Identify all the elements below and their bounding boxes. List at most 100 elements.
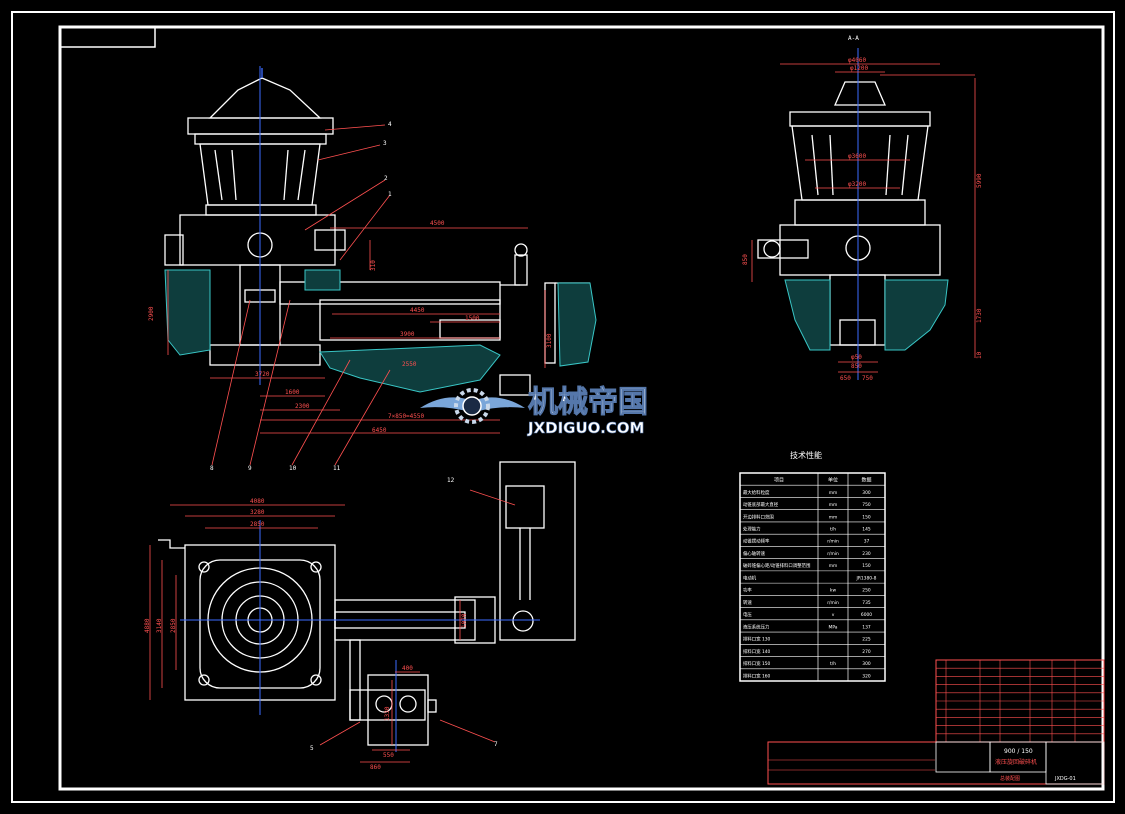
wing-right-icon	[475, 397, 525, 412]
table-cell: 功率	[743, 587, 752, 594]
part-number: 7	[494, 741, 498, 748]
table-cell: 300	[862, 490, 871, 496]
dim-label: φ3600	[848, 153, 866, 160]
table-header: 数据	[861, 477, 871, 484]
plan-part-numbers: 5 7 12	[310, 477, 498, 752]
dim-label: 4500	[430, 220, 445, 227]
table-cell: 735	[862, 600, 871, 606]
table-cell: 破碎锥偏心距/动锥排料口调整范围	[743, 562, 811, 569]
table-cell: v	[832, 613, 835, 618]
dim-label: 5990	[976, 173, 983, 188]
table-cell: 电动机	[743, 574, 757, 581]
dim-label: 650	[840, 375, 851, 382]
table-cell: r/min	[827, 539, 839, 545]
table-cell: 处理能力	[743, 526, 761, 533]
title-block: 900 / 150 液压旋回破碎机 总装配图 JXDG-01	[767, 659, 1105, 785]
dim-label: φ1200	[850, 65, 868, 72]
dim-label: 7×850=4550	[388, 413, 425, 420]
table-cell: 145	[862, 527, 871, 533]
plan-dimensions	[149, 489, 516, 763]
dim-label: 1330	[384, 706, 391, 721]
dim-label: 3720	[255, 371, 270, 378]
plan-centerlines	[180, 520, 540, 752]
table-cell: 转速	[743, 599, 752, 606]
table-cell: mm	[829, 515, 838, 520]
dim-label: 850	[742, 254, 749, 265]
drawing-type: 总装配图	[1000, 775, 1020, 782]
part-number: 10	[289, 465, 297, 472]
brand-url: JXDIGUO.COM	[527, 419, 644, 437]
table-cell: 150	[862, 514, 871, 520]
table-cell: 6000	[861, 612, 872, 618]
dim-label: 2850	[170, 618, 177, 633]
table-cell: r/min	[827, 600, 839, 606]
table-cell: r/min	[827, 551, 839, 557]
drawing-number: JXDG-01	[1054, 776, 1076, 782]
dim-label: 3900	[400, 331, 415, 338]
inner-frame	[58, 25, 1105, 791]
dim-label: 10	[976, 351, 983, 359]
dim-label: 2900	[148, 306, 155, 321]
dim-label: φ3200	[848, 181, 866, 188]
plan-dim-text: 4080 3280 2850 4880 3140 2850 400 1330 5…	[144, 498, 468, 771]
wing-left-icon	[420, 397, 470, 412]
corner-label-box	[59, 26, 156, 48]
gear-icon	[454, 388, 490, 424]
dim-label: 1070	[461, 613, 468, 628]
table-cell: 150	[862, 563, 871, 569]
dim-label: 550	[383, 752, 394, 759]
side-dim-text: A-A φ4060 φ1200 φ3600 φ3200 5990 850 173…	[742, 35, 983, 382]
dim-label: 4880	[144, 618, 151, 633]
dim-label: 310	[370, 260, 377, 271]
section-label: A-A	[848, 35, 859, 42]
part-number: 9	[248, 465, 252, 472]
dim-label: φ50	[851, 354, 862, 361]
table-cell: 137	[862, 624, 871, 630]
front-dimensions	[167, 124, 546, 466]
dim-label: 4450	[410, 307, 425, 314]
table-cell: mm	[829, 564, 838, 569]
dim-label: 750	[862, 375, 873, 382]
dim-label: 850	[851, 363, 862, 370]
part-number: 5	[310, 745, 314, 752]
dim-label: 6450	[372, 427, 387, 434]
table-cell: 排料口宽 160	[743, 672, 771, 679]
part-number: 1	[388, 191, 392, 198]
front-view	[164, 68, 590, 396]
dim-label: 2850	[250, 521, 265, 528]
dim-label: 4080	[250, 498, 265, 505]
table-cell: 37	[864, 539, 870, 545]
table-cell: 排料口宽 140	[743, 648, 771, 655]
title-line1: 900 / 150	[1004, 748, 1033, 755]
table-cell: t/h	[830, 661, 836, 667]
table-title: 技术性能	[790, 450, 822, 460]
part-number: 12	[447, 477, 455, 484]
table-cell: JR1380-8	[856, 575, 877, 581]
dim-label: 2550	[402, 361, 417, 368]
table-cell: 排料口宽 130	[743, 636, 771, 643]
front-foundation	[164, 269, 597, 393]
table-header: 项目	[774, 478, 784, 484]
dim-label: 1600	[285, 389, 300, 396]
dim-label: 860	[370, 764, 381, 771]
dim-label: 3100	[546, 333, 553, 348]
table-cell: 320	[862, 673, 871, 679]
table-cell: 电压	[743, 611, 752, 618]
part-number: 2	[384, 175, 388, 182]
outer-frame	[11, 11, 1115, 803]
side-foundation	[784, 279, 949, 351]
part-number: 11	[333, 465, 341, 472]
table-cell: 300	[862, 661, 871, 667]
table-cell: 液压系统压力	[743, 623, 769, 630]
front-part-numbers: 1 2 3 4 8 9 10 11	[210, 121, 392, 472]
dim-label: φ4060	[848, 57, 866, 64]
table-cell: 偏心轴转速	[743, 550, 766, 557]
title-line2: 液压旋回破碎机	[995, 758, 1037, 766]
table-cell: 开边排料口范围	[743, 513, 774, 520]
brand-text: 机械帝国	[528, 385, 648, 420]
table-cell: 最大给料粒度	[743, 489, 770, 496]
table-cell: MPa	[829, 624, 838, 630]
table-cell: kw	[830, 588, 837, 594]
